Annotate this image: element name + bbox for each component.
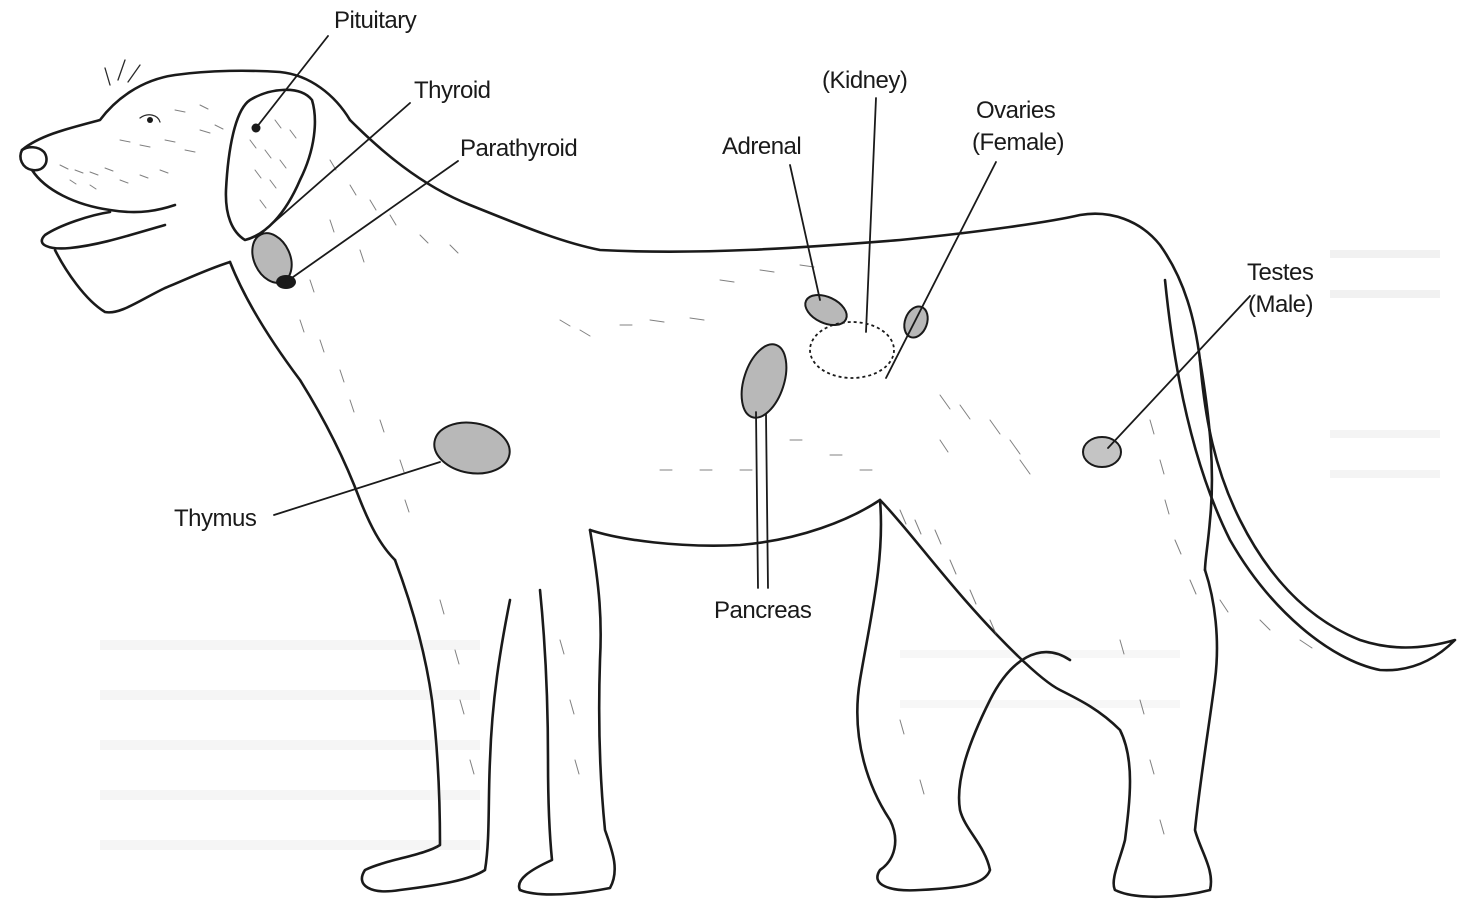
dog-muzzle <box>32 170 175 212</box>
adrenal-label: Adrenal <box>722 133 801 160</box>
dog-hind-leg-near <box>880 500 1217 897</box>
dog-hind-leg-far <box>857 500 1070 890</box>
dog-rump-outline <box>1200 360 1212 570</box>
dog-belly-outline <box>590 500 880 546</box>
thymus-label: Thymus <box>174 505 257 532</box>
pituitary-label: Pituitary <box>334 7 417 34</box>
ovaries-leader <box>886 162 996 378</box>
kidney-label: (Kidney) <box>822 67 907 94</box>
scan-bleed-through <box>100 250 1440 850</box>
dog-ear <box>226 90 315 240</box>
thymus-gland <box>430 417 514 479</box>
parathyroid-leader <box>286 161 458 282</box>
leader-lines <box>256 36 1250 588</box>
adrenal-gland <box>801 289 852 331</box>
dog-nose <box>20 147 46 170</box>
thyroid-leader <box>256 103 410 238</box>
ovaries-label-line2: (Female) <box>972 129 1064 156</box>
pancreas-label: Pancreas <box>714 597 812 624</box>
kidney-leader <box>866 98 876 332</box>
fur-hatching <box>60 105 1312 834</box>
adrenal-leader <box>790 165 820 300</box>
pancreas-leader-2 <box>766 414 768 588</box>
dog-lower-jaw <box>55 250 230 312</box>
pituitary-leader <box>256 36 328 128</box>
dog-outline <box>20 60 1455 897</box>
testes-label-line2: (Male) <box>1248 291 1313 318</box>
dog-whiskers <box>105 60 140 85</box>
dog-front-leg-far <box>519 530 615 894</box>
ovaries-label-line1: Ovaries <box>976 97 1056 124</box>
thymus-leader <box>274 462 440 515</box>
parathyroid-label: Parathyroid <box>460 135 577 162</box>
ovary-gland <box>900 303 932 341</box>
thyroid-label: Thyroid <box>414 77 491 104</box>
kidney-outline <box>810 322 894 378</box>
glands <box>245 124 1121 480</box>
dog-tongue <box>42 212 165 248</box>
labels: Pituitary Thyroid Parathyroid (Kidney) A… <box>174 7 1314 624</box>
testes-leader <box>1108 296 1250 448</box>
testes-label-line1: Testes <box>1247 259 1314 286</box>
pancreas-leader-1 <box>756 412 758 588</box>
dog-head-outline <box>22 71 350 150</box>
pancreas-gland <box>733 339 795 424</box>
